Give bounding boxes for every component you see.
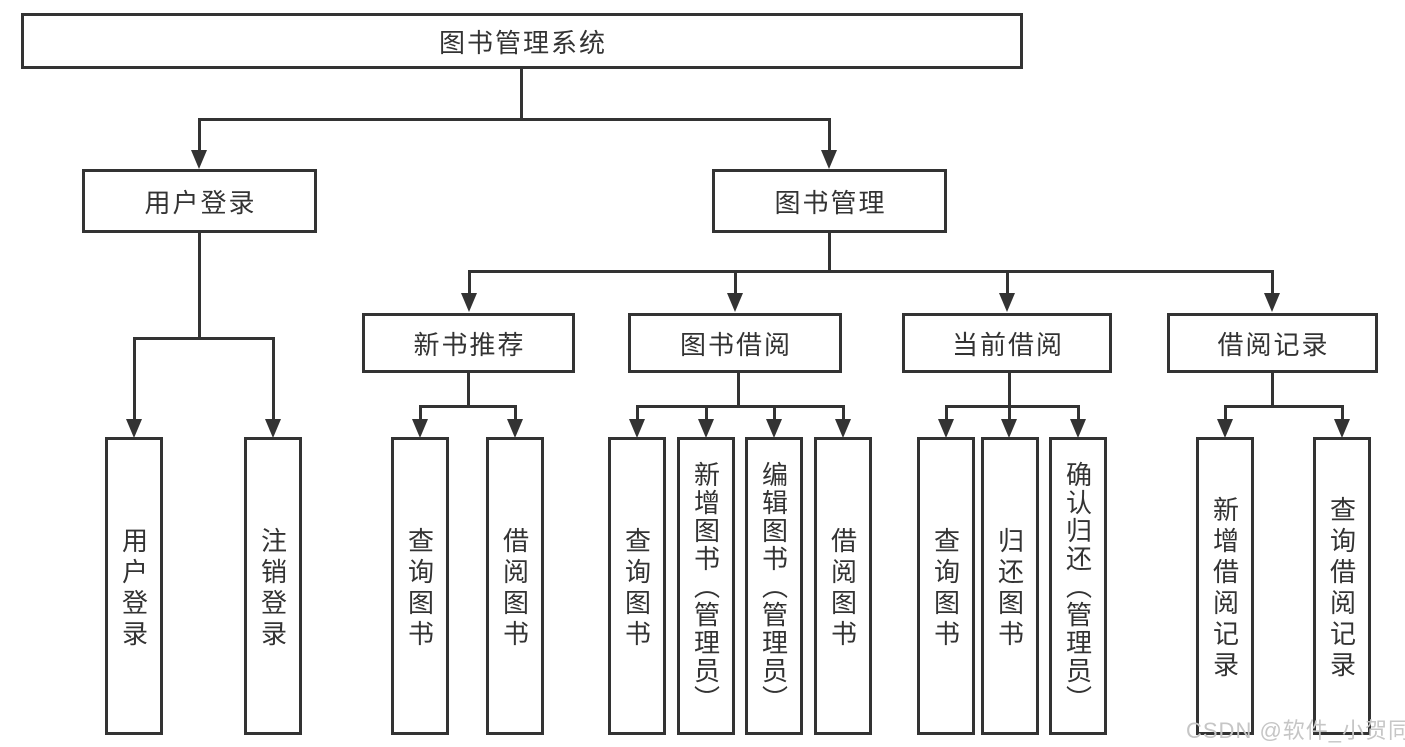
connector-book-borrow-stem <box>734 270 737 294</box>
connector-book-borrow-leaf-split <box>636 405 845 408</box>
connector-current-borrow-stem <box>1006 270 1009 294</box>
connector-book-management-drop <box>828 233 831 270</box>
node-book-borrow: 图书借阅 <box>628 313 842 373</box>
connector-current-borrow-leaf-split <box>945 405 1080 408</box>
leaf-borrow-edit-books-admin-label: 编辑图书（管理员） <box>758 461 789 713</box>
connector-leaf-stem <box>1341 405 1344 420</box>
leaf-borrow-borrow-books-label: 借阅图书 <box>827 526 858 651</box>
leaf-user-login: 用户登录 <box>105 437 163 735</box>
node-root-label: 图书管理系统 <box>438 27 607 58</box>
arrow-down-icon <box>1070 419 1086 438</box>
connector-leaf-stem <box>773 405 776 420</box>
connector-leaf-stem <box>1224 405 1227 420</box>
leaf-record-query-borrow-record: 查询借阅记录 <box>1313 437 1371 735</box>
node-borrow-record: 借阅记录 <box>1167 313 1378 373</box>
connector-user-login-drop <box>198 232 201 337</box>
connector-leaf-stem <box>705 405 708 420</box>
arrow-down-icon <box>191 150 207 169</box>
connector-book-borrow-drop <box>737 373 740 405</box>
leaf-record-query-borrow-record-label: 查询借阅记录 <box>1326 495 1357 682</box>
node-book-management: 图书管理 <box>712 169 947 233</box>
arrow-down-icon <box>461 293 477 312</box>
node-new-book-recommend: 新书推荐 <box>362 313 575 373</box>
arrow-down-icon <box>126 419 142 438</box>
node-user-login: 用户登录 <box>82 169 317 233</box>
node-book-borrow-label: 图书借阅 <box>679 329 792 360</box>
leaf-borrow-add-books-admin-label: 新增图书（管理员） <box>690 461 721 713</box>
arrow-down-icon <box>1217 419 1233 438</box>
leaf-logout-login: 注销登录 <box>244 437 302 735</box>
leaf-borrow-query-books-label: 查询图书 <box>621 526 652 651</box>
arrow-down-icon <box>1264 293 1280 312</box>
leaf-current-confirm-return-admin-label: 确认归还（管理员） <box>1062 461 1093 713</box>
leaf-borrow-edit-books-admin: 编辑图书（管理员） <box>745 437 803 735</box>
leaf-current-return-books: 归还图书 <box>981 437 1039 735</box>
leaf-newbook-borrow-books: 借阅图书 <box>486 437 544 735</box>
arrow-down-icon <box>766 419 782 438</box>
leaf-current-query-books: 查询图书 <box>917 437 975 735</box>
node-root: 图书管理系统 <box>21 13 1023 69</box>
connector-borrow-record-leaf-split <box>1224 405 1344 408</box>
connector-leaf-stem <box>1077 405 1080 420</box>
connector-leaf-stem <box>272 337 275 420</box>
connector-leaf-stem <box>1008 405 1011 420</box>
arrow-down-icon <box>821 150 837 169</box>
arrow-down-icon <box>507 419 523 438</box>
watermark: CSDN @软件_小贺同学 <box>1186 718 1405 743</box>
connector-leaf-stem <box>636 405 639 420</box>
node-user-login-label: 用户登录 <box>144 187 257 218</box>
connector-borrow-record-drop <box>1271 373 1274 405</box>
arrow-down-icon <box>698 419 714 438</box>
leaf-newbook-borrow-books-label: 借阅图书 <box>499 526 530 651</box>
connector-leaf-stem <box>514 405 517 420</box>
arrow-down-icon <box>727 293 743 312</box>
leaf-current-confirm-return-admin: 确认归还（管理员） <box>1049 437 1107 735</box>
connector-leaf-stem <box>133 337 136 420</box>
leaf-current-query-books-label: 查询图书 <box>930 526 961 651</box>
connector-leaf-stem <box>419 405 422 420</box>
arrow-down-icon <box>412 419 428 438</box>
connector-new-book-stem <box>468 270 471 294</box>
connector-level2-split <box>198 118 831 121</box>
connector-user-login-leaf-split <box>133 337 275 340</box>
node-current-borrow: 当前借阅 <box>902 313 1112 373</box>
arrow-down-icon <box>629 419 645 438</box>
connector-new-book-leaf-split <box>419 405 517 408</box>
arrow-down-icon <box>1001 419 1017 438</box>
connector-book-management-stem <box>828 118 831 151</box>
leaf-record-add-borrow-record-label: 新增借阅记录 <box>1209 495 1240 682</box>
connector-leaf-stem <box>945 405 948 420</box>
leaf-logout-login-label: 注销登录 <box>257 526 288 651</box>
connector-root-drop <box>520 69 523 118</box>
leaf-record-add-borrow-record: 新增借阅记录 <box>1196 437 1254 735</box>
leaf-borrow-borrow-books: 借阅图书 <box>814 437 872 735</box>
connector-user-login-stem <box>198 118 201 151</box>
leaf-newbook-query-books: 查询图书 <box>391 437 449 735</box>
leaf-borrow-query-books: 查询图书 <box>608 437 666 735</box>
leaf-newbook-query-books-label: 查询图书 <box>404 526 435 651</box>
leaf-user-login-label: 用户登录 <box>118 526 149 651</box>
arrow-down-icon <box>999 293 1015 312</box>
node-new-book-recommend-label: 新书推荐 <box>413 329 526 360</box>
arrow-down-icon <box>1334 419 1350 438</box>
connector-level3-split <box>468 270 1274 273</box>
arrow-down-icon <box>938 419 954 438</box>
arrow-down-icon <box>265 419 281 438</box>
node-current-borrow-label: 当前借阅 <box>951 329 1064 360</box>
arrow-down-icon <box>835 419 851 438</box>
node-book-management-label: 图书管理 <box>774 187 887 218</box>
node-borrow-record-label: 借阅记录 <box>1217 329 1330 360</box>
connector-current-borrow-drop <box>1008 373 1011 405</box>
leaf-current-return-books-label: 归还图书 <box>994 526 1025 651</box>
connector-borrow-record-stem <box>1271 270 1274 294</box>
connector-new-book-drop <box>467 373 470 405</box>
leaf-borrow-add-books-admin: 新增图书（管理员） <box>677 437 735 735</box>
connector-leaf-stem <box>842 405 845 420</box>
